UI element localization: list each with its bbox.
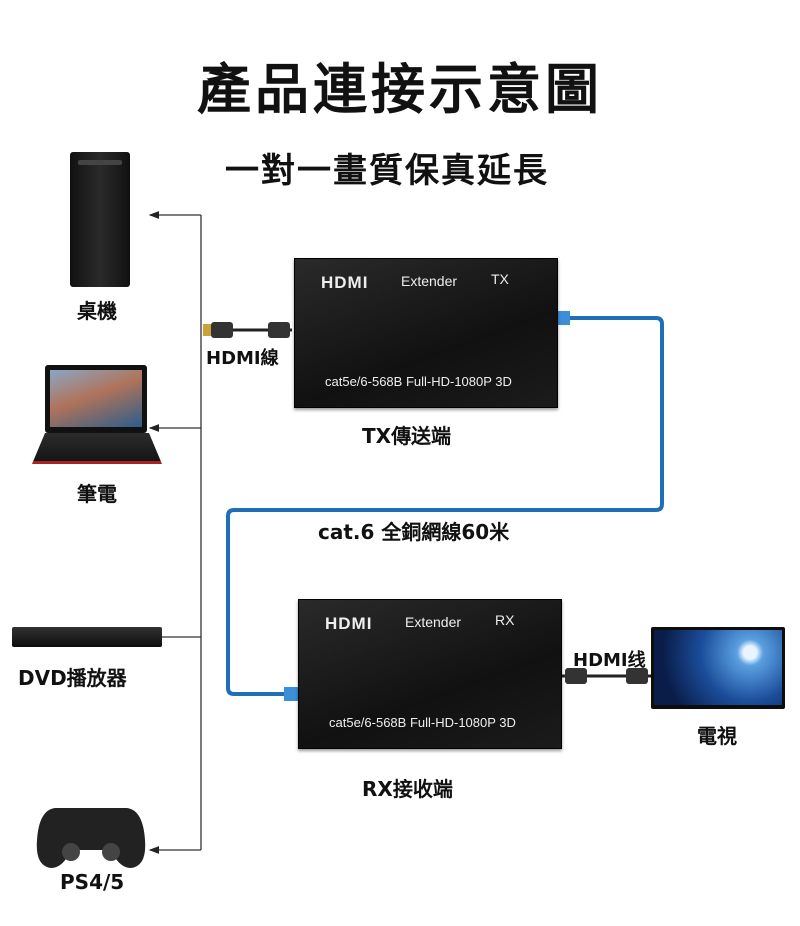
- rj45-plug-icon: [284, 687, 298, 701]
- spec-text: cat5e/6-568B Full-HD-1080P 3D: [329, 715, 516, 730]
- tx-caption: TX傳送端: [362, 424, 452, 448]
- gamepad-label: PS4/5: [60, 870, 125, 894]
- hdmi-plug-body: [268, 322, 290, 338]
- hdmi-cable-out-label: HDMI线: [573, 650, 646, 671]
- hdmi-plug-icon: [203, 324, 211, 336]
- page-title: 產品連接示意圖: [197, 58, 603, 121]
- tv-label: 電視: [697, 724, 737, 748]
- tv-icon: [651, 627, 785, 709]
- extender-text: Extender: [405, 614, 462, 630]
- gamepad-icon: [36, 808, 146, 868]
- network-cable-label: cat.6 全銅網線60米: [318, 520, 510, 544]
- rx-extender: HDMI Extender RX cat5e/6-568B Full-HD-10…: [298, 599, 562, 749]
- hdmi-plug-body: [565, 668, 587, 684]
- hdmi-plug-body: [211, 322, 233, 338]
- tx-extender: HDMI Extender TX cat5e/6-568B Full-HD-10…: [294, 258, 558, 408]
- mode-text: TX: [491, 271, 509, 287]
- mode-text: RX: [495, 612, 515, 628]
- hdmi-logo: HDMI: [321, 273, 369, 292]
- network-cable: [226, 316, 664, 696]
- laptop-icon: [45, 365, 147, 433]
- spec-text: cat5e/6-568B Full-HD-1080P 3D: [325, 374, 512, 389]
- hdmi-cable-in-label: HDMI線: [206, 348, 279, 369]
- subtitle: 一對一畫質保真延長: [225, 151, 549, 191]
- hdmi-plug-body: [626, 668, 648, 684]
- desktop-label: 桌機: [77, 299, 117, 323]
- laptop-label: 筆電: [77, 482, 117, 506]
- rx-caption: RX接收端: [362, 777, 453, 801]
- dvd-player-icon: [12, 627, 162, 647]
- dvd-label: DVD播放器: [18, 666, 127, 690]
- laptop-keyboard: [32, 433, 162, 464]
- hdmi-logo: HDMI: [325, 614, 373, 633]
- extender-text: Extender: [401, 273, 458, 289]
- rj45-plug-icon: [556, 311, 570, 325]
- desktop-tower-icon: [70, 152, 130, 287]
